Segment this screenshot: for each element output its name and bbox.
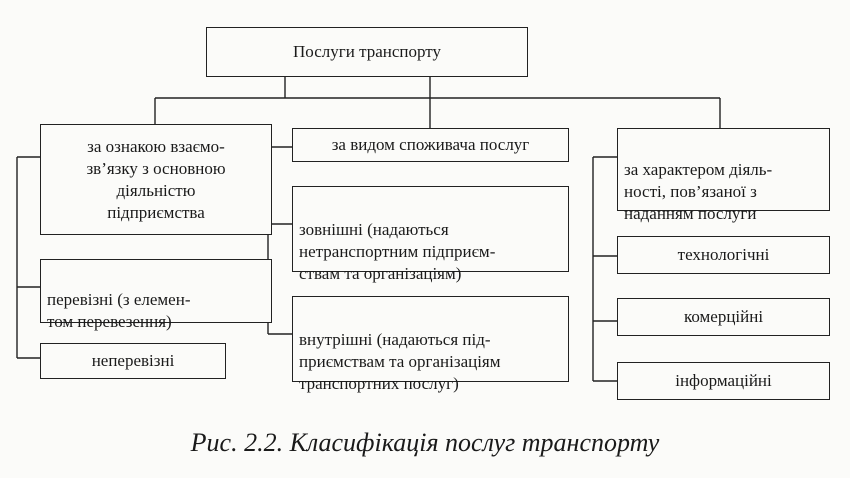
group-3-item-3-node: інформаційні bbox=[617, 362, 830, 400]
group-2-item-2-node: внутрішні (надаються під- приємствам та … bbox=[292, 296, 569, 393]
group-3-item-3: інформаційні bbox=[675, 371, 772, 390]
group-2-title: за видом споживача послуг bbox=[331, 135, 530, 154]
group-3-item-1-node: технологічні bbox=[617, 236, 830, 274]
group-3-item-2-node: комерційні bbox=[617, 298, 830, 336]
group-3-item-2: комерційні bbox=[683, 307, 764, 326]
group-3-item-1: технологічні bbox=[677, 245, 770, 264]
group-3-title-node: за характером діяль- ності, пов’язаної з… bbox=[617, 128, 830, 223]
group-2-title-node: за видом споживача послуг bbox=[292, 128, 569, 162]
group-1-item-1-node: перевізні (з елемен- том перевезення) bbox=[40, 259, 272, 331]
group-3-title: за характером діяль- ності, пов’язаної з… bbox=[624, 160, 773, 223]
group-2-item-1: зовнішні (надаються нетранспортним підпр… bbox=[299, 220, 496, 283]
group-1-item-1: перевізні (з елемен- том перевезення) bbox=[47, 290, 191, 331]
group-2-item-1-node: зовнішні (надаються нетранспортним підпр… bbox=[292, 186, 569, 283]
group-1-title: за ознакою взаємо- зв’язку з основною ді… bbox=[86, 136, 226, 222]
group-1-title-node: за ознакою взаємо- зв’язку з основною ді… bbox=[40, 124, 272, 235]
group-1-item-2: неперевізні bbox=[91, 351, 175, 370]
figure-caption: Рис. 2.2. Класифікація послуг транспорту bbox=[190, 428, 660, 457]
root-node: Послуги транспорту bbox=[206, 27, 528, 77]
root-label: Послуги транспорту bbox=[293, 42, 441, 61]
group-1-item-2-node: неперевізні bbox=[40, 343, 226, 379]
group-2-item-2: внутрішні (надаються під- приємствам та … bbox=[299, 330, 501, 393]
